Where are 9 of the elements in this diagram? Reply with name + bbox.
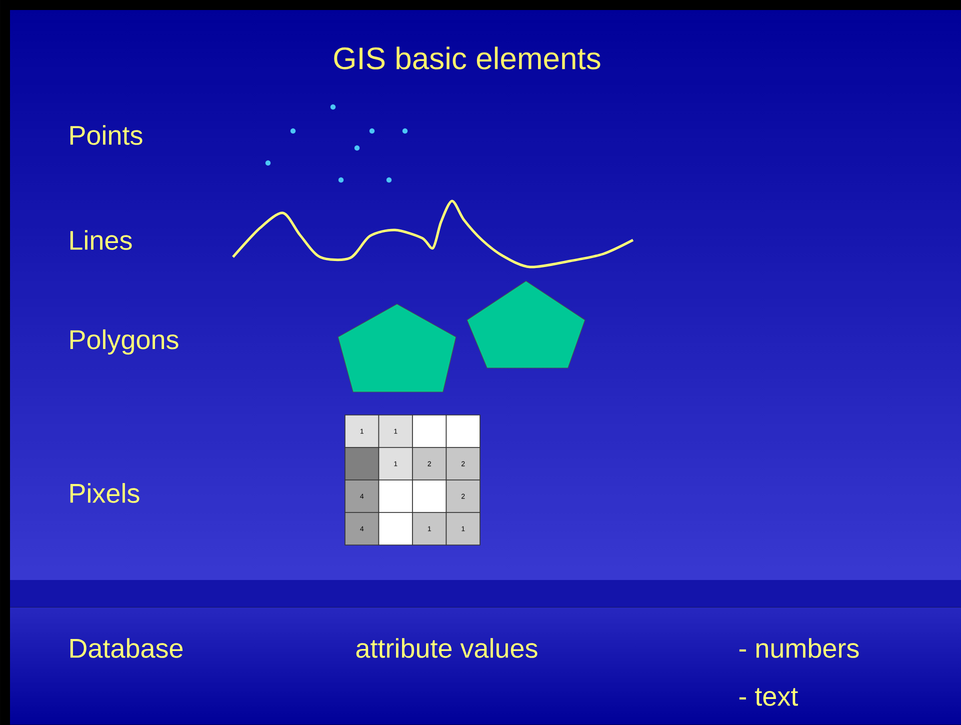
label-text: Pixels [70, 483, 140, 503]
label-text: Lines [70, 230, 132, 250]
label-text: Database [70, 638, 183, 658]
label-text: Polygons [70, 329, 178, 355]
label-text: - numbers [739, 638, 859, 658]
label-text: attribute values [356, 638, 538, 658]
label-text: - text [739, 688, 798, 706]
label-text: Points [70, 125, 142, 145]
slide-title: GIS basic elements [334, 46, 600, 70]
